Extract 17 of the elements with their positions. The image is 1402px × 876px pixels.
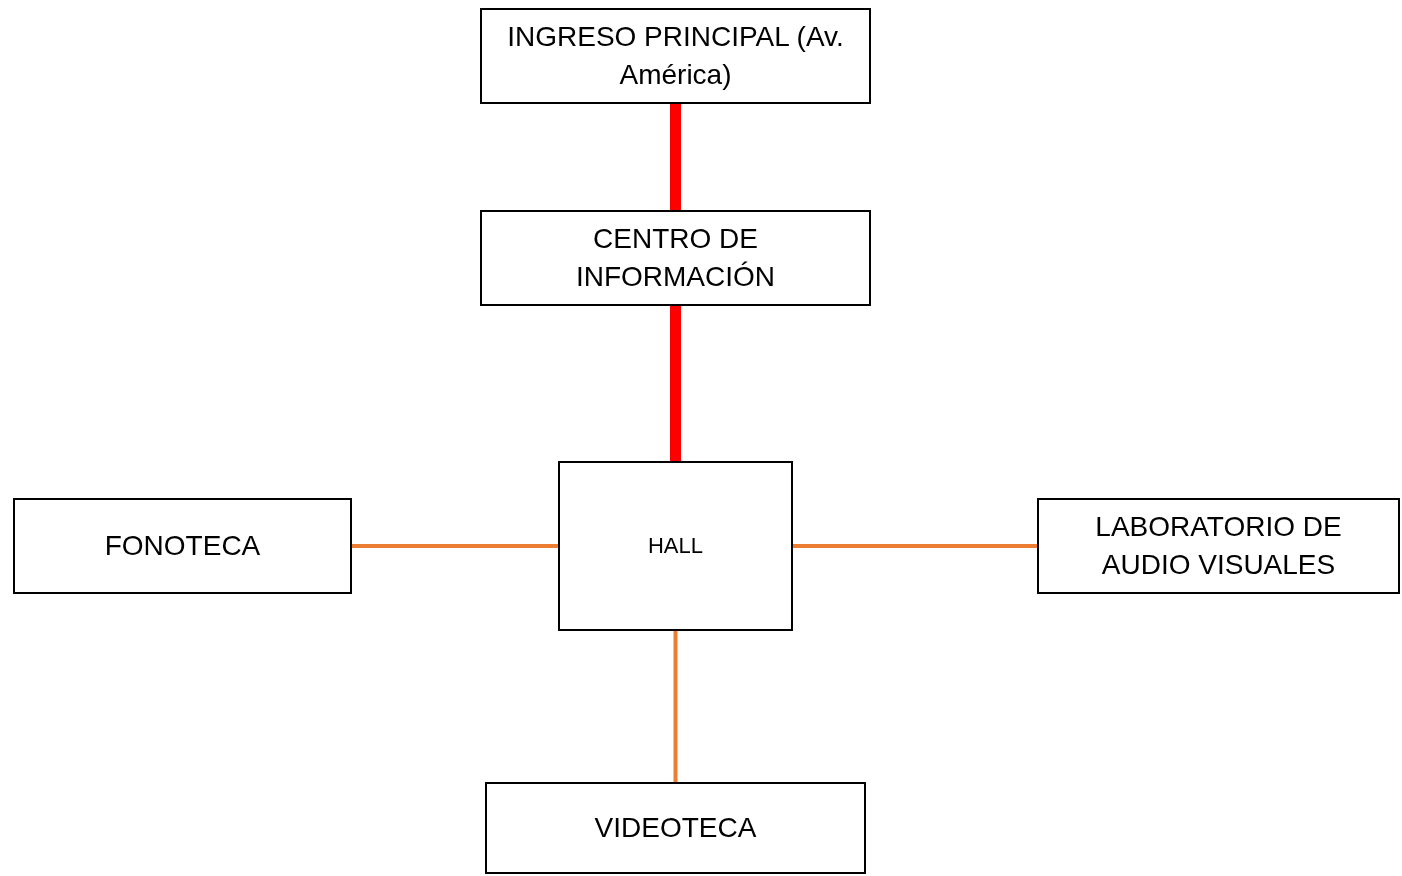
connector-line: [670, 306, 681, 461]
room-label: VIDEOTECA: [594, 811, 757, 845]
connector-line: [670, 104, 681, 210]
connector-line: [673, 631, 678, 782]
room-label: FONOTECA: [104, 529, 261, 563]
room-label: LABORATORIO DE AUDIO VISUALES: [1094, 510, 1343, 582]
connector-line: [793, 544, 1037, 548]
room-label: INGRESO PRINCIPAL (Av. América): [506, 20, 845, 92]
room-label: HALL: [647, 532, 703, 560]
room-box: [558, 461, 793, 631]
room-box: [480, 210, 871, 306]
room-box: [1037, 498, 1400, 594]
room-box: [13, 498, 352, 594]
connector-line: [352, 544, 558, 548]
room-label: CENTRO DE INFORMACIÓN: [574, 222, 777, 294]
room-box: [480, 8, 871, 104]
room-box: [485, 782, 866, 874]
